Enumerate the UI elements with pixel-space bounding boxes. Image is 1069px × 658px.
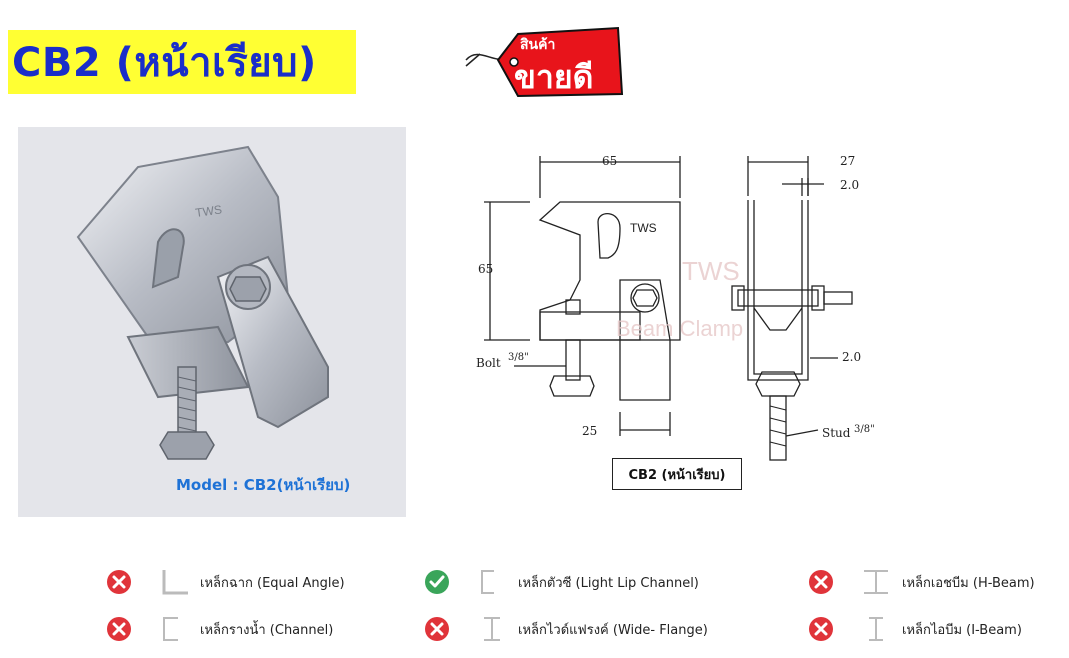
i-beam-icon [869,617,883,641]
h-beam-icon [864,570,888,594]
watermark-line2: Beam Clamp [616,316,743,341]
x-circle-icon [809,570,833,594]
x-circle-icon [425,617,449,641]
model-label: Model : CB2(หน้าเรียบ) [176,476,351,494]
dim-side-thk-top: 2.0 [840,178,860,192]
dim-bottom-width: 25 [582,424,598,438]
dim-side-top: 27 [840,154,856,168]
legend-label: เหล็กตัวซี (Light Lip Channel) [518,575,699,591]
clamp-drawing-icon: TWS Beam Clamp TWS [484,156,853,461]
tag-shape-icon [465,26,624,98]
legend-label: เหล็กไวด์แฟรงค์ (Wide- Flange) [518,622,708,638]
wide-flange-icon [484,617,500,641]
legend-item-channel: เหล็กรางน้ำ (Channel) [106,614,333,644]
x-circle-icon [809,617,833,641]
page-title: CB2 (หน้าเรียบ) [12,40,317,86]
legend-item-i-beam: เหล็กไอบีม (I-Beam) [808,614,1022,644]
watermark-line1: TWS [682,256,740,286]
dim-stud-size: 3/8" [854,424,875,435]
product-photo: TWS Model : CB2(หน้าเรียบ) [18,127,406,517]
tag-small-text: สินค้า [520,37,556,53]
tag-big-text: ขายดี [514,58,594,96]
legend-item-wide-flange: เหล็กไวด์แฟรงค์ (Wide- Flange) [424,614,708,644]
equal-angle-icon [162,570,188,595]
best-seller-tag: สินค้า ขายดี [458,24,628,100]
drawing-caption-text: CB2 (หน้าเรียบ) [628,467,726,483]
dim-stud: Stud [822,426,851,440]
dim-bolt-size: 3/8" [508,352,529,363]
x-circle-icon [107,617,131,641]
legend-item-equal-angle: เหล็กฉาก (Equal Angle) [106,567,345,597]
beam-clamp-photo-icon: TWS [18,127,406,517]
dim-height-left: 65 [478,262,494,276]
lip-channel-icon [481,570,494,594]
legend-label: เหล็กฉาก (Equal Angle) [200,575,345,591]
dim-width-top: 65 [602,154,618,168]
channel-icon [163,617,178,641]
check-circle-icon [425,570,449,594]
legend-label: เหล็กเอชบีม (H-Beam) [902,575,1035,591]
legend-item-h-beam: เหล็กเอชบีม (H-Beam) [808,567,1035,597]
drawing-caption: CB2 (หน้าเรียบ) [612,458,742,490]
dim-side-thk-mid: 2.0 [842,350,862,364]
photo-stamp: TWS [194,202,222,220]
x-circle-icon [107,570,131,594]
drawing-stamp: TWS [630,221,657,235]
dim-bolt: Bolt [476,356,501,370]
legend-item-lip-channel: เหล็กตัวซี (Light Lip Channel) [424,567,699,597]
technical-drawing: TWS Beam Clamp TWS [470,140,890,500]
title-banner: CB2 (หน้าเรียบ) [8,30,356,94]
legend-label: เหล็กไอบีม (I-Beam) [902,622,1022,638]
legend-label: เหล็กรางน้ำ (Channel) [200,622,334,638]
